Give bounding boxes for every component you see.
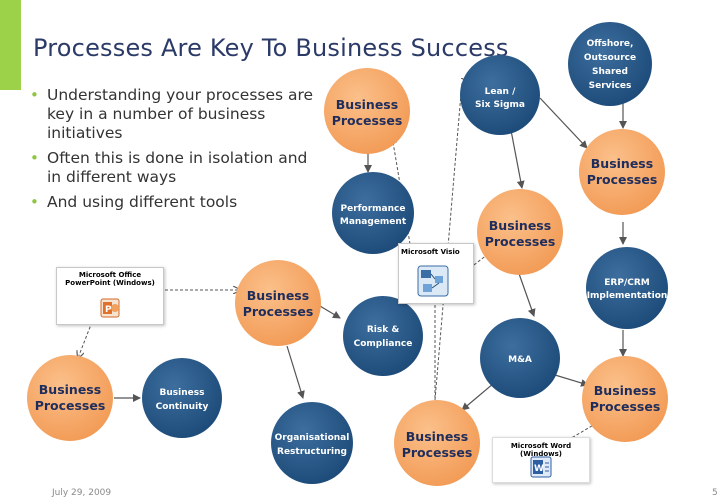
node-label-line: Compliance bbox=[354, 339, 413, 349]
powerpoint-icon: P bbox=[100, 298, 120, 318]
connector-layer bbox=[114, 97, 627, 411]
svg-text:P: P bbox=[105, 305, 112, 315]
word-icon: W bbox=[530, 456, 552, 478]
node-erp-crm: ERP/CRM Implementation bbox=[586, 247, 668, 329]
tool-powerpoint: Microsoft Office PowerPoint (Windows) P bbox=[56, 267, 164, 325]
node-offshore: Offshore, Outsource Shared Services bbox=[568, 22, 652, 106]
node-label-line: Business bbox=[594, 383, 656, 398]
connector bbox=[509, 124, 525, 189]
bullet-list: Understanding your processes are key in … bbox=[30, 86, 320, 218]
node-ma: M&A bbox=[480, 318, 560, 398]
dotted-connector bbox=[78, 321, 93, 358]
node-label-line: Business bbox=[160, 388, 205, 398]
connector bbox=[286, 345, 305, 399]
svg-text:W: W bbox=[534, 464, 544, 474]
node-label-line: Business bbox=[489, 218, 551, 233]
node-label-line: Organisational bbox=[275, 433, 350, 443]
node-label-line: Restructuring bbox=[277, 447, 347, 457]
node-organisational-restructuring: Organisational Restructuring bbox=[271, 402, 353, 484]
node-lean-six-sigma: Lean / Six Sigma bbox=[460, 55, 540, 135]
node-business-continuity: Business Continuity bbox=[142, 358, 222, 438]
tool-visio: Microsoft Visio bbox=[398, 243, 474, 304]
dotted-connector bbox=[434, 82, 468, 401]
node-label-line: Business bbox=[336, 97, 398, 112]
node-label-line: Processes bbox=[587, 172, 658, 187]
node-label-line: Outsource bbox=[584, 53, 636, 63]
tool-caption: Microsoft Visio bbox=[401, 248, 460, 256]
tool-word: Microsoft Word (Windows) W bbox=[492, 437, 590, 483]
node-bp2: Business Processes bbox=[579, 129, 665, 215]
node-label-line: Services bbox=[589, 81, 632, 91]
connector bbox=[539, 97, 588, 149]
node-label-line: Risk & bbox=[367, 325, 399, 335]
node-label-line: Processes bbox=[402, 445, 473, 460]
node-label-line: Processes bbox=[485, 234, 556, 249]
node-label-line: M&A bbox=[508, 355, 532, 365]
accent-bar bbox=[0, 0, 21, 90]
node-label-line: Implementation bbox=[587, 291, 668, 301]
node-label-line: Processes bbox=[35, 398, 106, 413]
node-label-line: Processes bbox=[332, 113, 403, 128]
node-label-line: Business bbox=[591, 156, 653, 171]
node-bp4: Business Processes bbox=[235, 260, 321, 346]
node-label-line: Shared bbox=[592, 67, 628, 77]
node-label-line: Continuity bbox=[156, 402, 209, 412]
node-label-line: Six Sigma bbox=[475, 100, 525, 110]
node-bp1: Business Processes bbox=[324, 68, 410, 154]
footer-date: July 29, 2009 bbox=[52, 488, 112, 498]
node-label-line: Processes bbox=[243, 304, 314, 319]
node-label-line: Processes bbox=[590, 399, 661, 414]
page-number: 5 bbox=[712, 488, 718, 498]
bullet-item: Understanding your processes are key in … bbox=[30, 86, 320, 143]
node-label-line: Management bbox=[340, 217, 407, 227]
node-label-line: Business bbox=[406, 429, 468, 444]
tool-caption: Microsoft Word (Windows) bbox=[510, 442, 572, 458]
visio-icon bbox=[417, 265, 449, 297]
bullet-item: Often this is done in isolation and in d… bbox=[30, 149, 320, 187]
bullet-item: And using different tools bbox=[30, 193, 320, 212]
node-bp7: Business Processes bbox=[394, 400, 480, 486]
node-label-line: Offshore, bbox=[587, 39, 634, 49]
connector bbox=[516, 267, 536, 317]
node-label-line: Business bbox=[39, 382, 101, 397]
node-risk-compliance: Risk & Compliance bbox=[343, 296, 423, 376]
node-label-line: Business bbox=[247, 288, 309, 303]
connector bbox=[554, 374, 589, 387]
node-performance-management: Performance Management bbox=[332, 172, 414, 254]
node-bp6: Business Processes bbox=[582, 356, 668, 442]
node-bp5: Business Processes bbox=[27, 355, 113, 441]
node-label-line: Performance bbox=[341, 204, 406, 214]
slide-title: Processes Are Key To Business Success bbox=[33, 34, 509, 62]
dotted-connector bbox=[392, 136, 411, 245]
node-bp3: Business Processes bbox=[477, 189, 563, 275]
tool-caption: Microsoft Office PowerPoint (Windows) bbox=[65, 271, 155, 287]
node-label-line: Lean / bbox=[485, 87, 516, 97]
node-label-line: ERP/CRM bbox=[604, 278, 649, 288]
